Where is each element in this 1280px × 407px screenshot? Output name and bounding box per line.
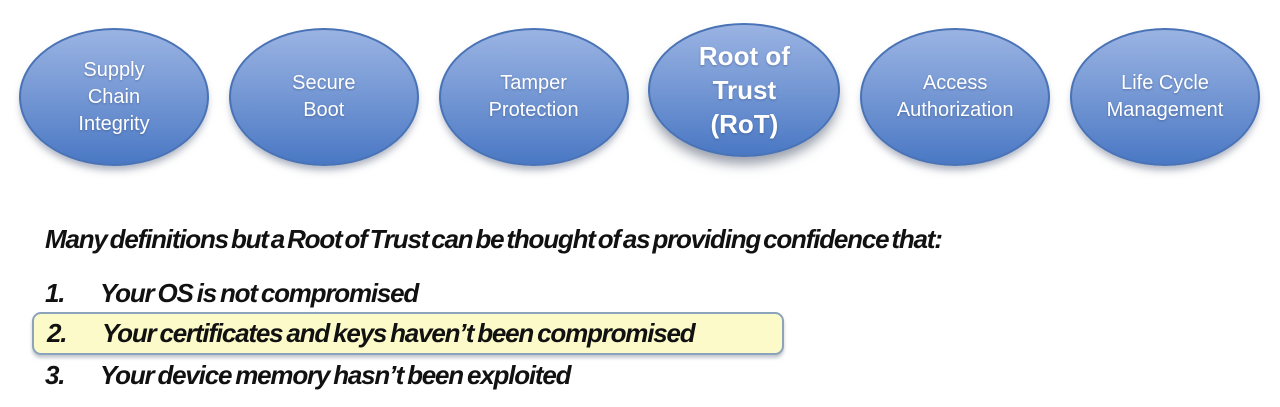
list-item-3: 3. Your device memory hasn’t been exploi… [45, 360, 572, 391]
list-number: 2. [47, 318, 67, 348]
list-item-2-highlighted: 2. Your certificates and keys haven’t be… [32, 312, 784, 355]
list-number: 3. [45, 360, 65, 390]
ellipse-supply-chain-integrity: Supply Chain Integrity [19, 28, 209, 166]
list-item-1: 1. Your OS is not compromised [45, 278, 419, 309]
ellipse-label: Tamper Protection [488, 72, 579, 121]
list-text: Your OS is not compromised [100, 278, 419, 308]
ellipse-tamper-protection: Tamper Protection [438, 28, 629, 166]
list-text: Your certificates and keys haven’t been … [102, 318, 696, 348]
list-text: Your device memory hasn’t been exploited [100, 360, 572, 390]
ellipse-label: Supply Chain Integrity [78, 58, 150, 135]
ellipse-label: Life Cycle Management [1106, 72, 1224, 121]
ellipse-access-authorization: Access Authorization [860, 28, 1051, 166]
definition-heading: Many definitions but a Root of Trust can… [45, 224, 943, 254]
ellipse-life-cycle-management: Life Cycle Management [1069, 28, 1260, 166]
ellipse-secure-boot: Secure Boot [228, 28, 419, 166]
ellipse-label: Secure Boot [292, 72, 356, 121]
list-number: 1. [45, 278, 65, 308]
ellipse-label: Root of Trust (RoT) [698, 41, 790, 139]
security-features-row: Supply Chain Integrity Secure Boot Tampe… [19, 23, 1260, 173]
ellipse-label: Access Authorization [896, 72, 1014, 121]
ellipse-root-of-trust: Root of Trust (RoT) [648, 23, 841, 157]
